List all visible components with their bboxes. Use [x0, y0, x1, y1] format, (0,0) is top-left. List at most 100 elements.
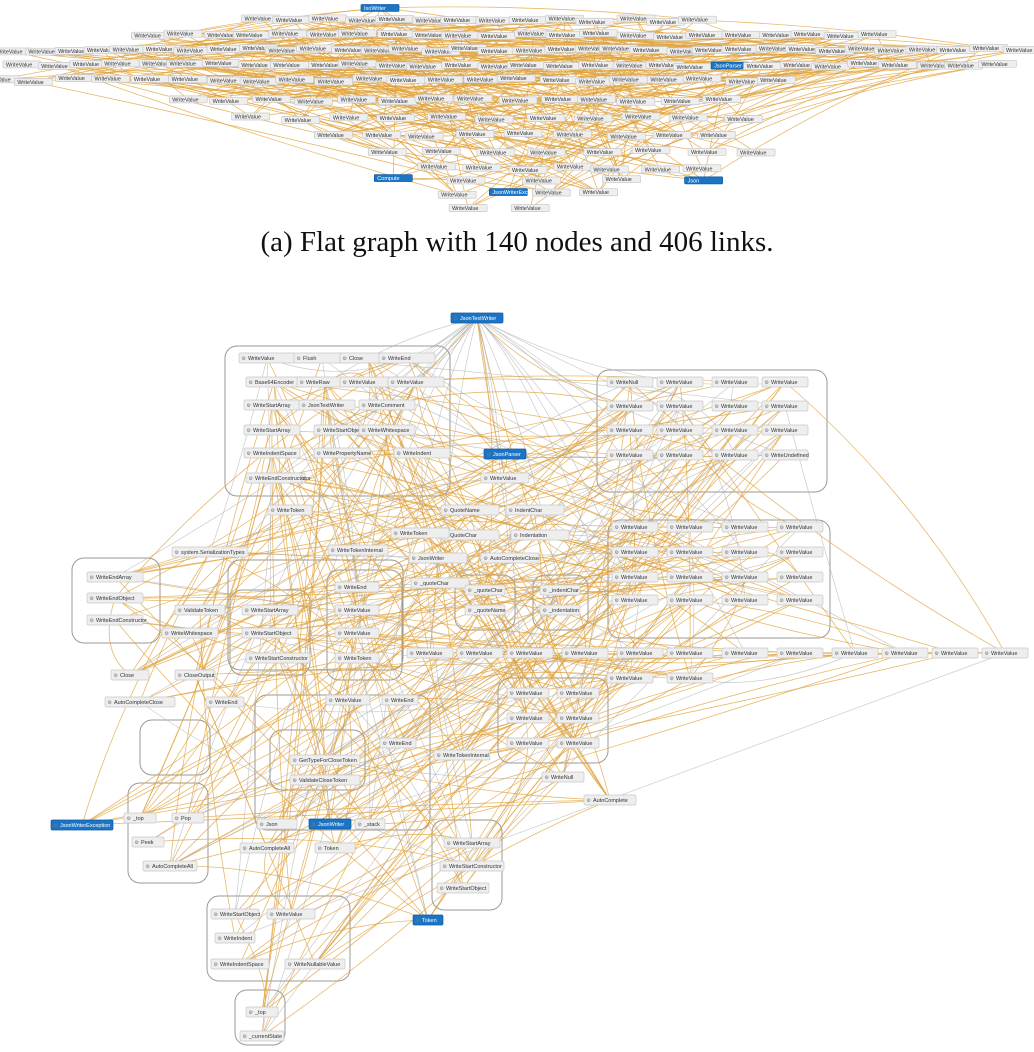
graph-node[interactable]: WriteValue [441, 31, 481, 40]
graph-node[interactable]: WriteValue [455, 130, 495, 138]
graph-node[interactable]: WriteValue [168, 95, 208, 104]
graph-node[interactable]: ⚙WriteToken [390, 527, 450, 539]
graph-node[interactable]: ⚙Pop [171, 812, 205, 824]
graph-node[interactable]: WriteValue [660, 97, 700, 106]
graph-node[interactable]: WriteValue [201, 59, 241, 68]
graph-node[interactable]: ⚙WriteValue [556, 687, 600, 699]
graph-node[interactable]: WriteValue [314, 130, 353, 139]
graph-node[interactable]: ⚙WriteValue [881, 647, 929, 659]
graph-node[interactable]: WriteValue [427, 112, 466, 121]
graph-node[interactable]: ⚙WriteEndObject [86, 592, 144, 604]
graph-node[interactable]: WriteValue [417, 162, 457, 171]
graph-node[interactable]: ⚙_indentation [539, 604, 581, 616]
graph-node[interactable]: WriteValue [682, 164, 722, 173]
graph-node[interactable]: WriteValue [329, 113, 369, 122]
graph-node[interactable]: WriteValue [575, 77, 615, 86]
graph-node[interactable]: WriteValue [616, 97, 656, 106]
graph-node[interactable]: WriteValue [616, 14, 656, 23]
graph-node[interactable]: WriteValue [553, 130, 592, 139]
graph-node[interactable]: WriteValue [377, 30, 417, 38]
graph-node[interactable]: ⚙WriteValue [761, 424, 809, 436]
graph-node[interactable]: ⚙WritePropertyName [313, 447, 371, 459]
graph-node[interactable]: ⚙WriteValue [711, 424, 759, 436]
graph-node[interactable]: WriteValue [476, 148, 516, 157]
graph-node[interactable]: WriteValue [448, 204, 488, 212]
graph-node[interactable]: ⚙_quoteChar [464, 584, 506, 596]
graph-node[interactable]: WriteValue [239, 77, 279, 86]
graph-node[interactable]: ⚙WriteValue [656, 376, 704, 388]
graph-node[interactable]: ⚙WriteValue [931, 647, 979, 659]
graph-node[interactable]: ⚙AutoCompleteAll [239, 842, 295, 854]
graph-node[interactable]: ⚙WriteValue [506, 737, 550, 749]
graph-node[interactable]: ⚙WriteValue [561, 647, 609, 659]
graph-node[interactable]: WriteValue [621, 112, 661, 121]
highlighted-node[interactable]: Json [684, 176, 723, 185]
graph-node[interactable]: WriteValue [526, 114, 566, 123]
graph-node[interactable]: WriteValue [424, 75, 464, 84]
graph-node[interactable]: WriteValue [440, 16, 480, 24]
graph-node[interactable]: WriteValue [512, 46, 552, 55]
graph-node[interactable]: ⚙WriteValue [339, 376, 397, 388]
graph-node[interactable]: WriteValue [173, 46, 213, 55]
graph-node[interactable]: ⚙_top [245, 1006, 279, 1018]
graph-node[interactable]: ⚙WriteValue [325, 694, 371, 706]
graph-node[interactable]: WriteValue [166, 59, 205, 68]
graph-node[interactable]: ⚙WriteValue [506, 712, 550, 724]
graph-node[interactable]: ⚙WriteValue [611, 546, 659, 558]
graph-node[interactable]: ⚙WriteUndefined [761, 449, 809, 461]
graph-node[interactable]: ⚙Peek [131, 836, 165, 848]
graph-node[interactable]: ⚙WriteStartObject [210, 908, 261, 920]
graph-node[interactable]: ⚙WriteValue [406, 647, 454, 659]
graph-node[interactable]: WriteValue [647, 75, 686, 84]
graph-node[interactable]: ⚙ValidateCloseToken [289, 774, 361, 786]
graph-node[interactable]: ⚙WriteValue [776, 647, 824, 659]
graph-node[interactable]: ⚙WriteWhitespace [358, 424, 416, 436]
graph-node[interactable]: ⚙WriteValue [981, 647, 1029, 659]
graph-node[interactable]: ⚙JsonTextWriter [298, 399, 356, 411]
graph-node[interactable]: WriteValue [503, 129, 543, 138]
graph-node[interactable]: ⚙_currentState [239, 1030, 285, 1042]
graph-node[interactable]: WriteValue [168, 75, 207, 84]
graph-node[interactable]: ⚙WriteValue [666, 521, 714, 533]
graph-node[interactable]: WriteValue [685, 30, 725, 39]
graph-node[interactable]: WriteValue [268, 29, 308, 38]
graph-node[interactable]: ⚙Json [256, 818, 298, 830]
graph-node[interactable]: WriteValue [388, 44, 427, 53]
graph-node[interactable]: ⚙WriteToken [267, 504, 313, 516]
graph-node[interactable]: ⚙WriteValue [776, 521, 824, 533]
graph-node[interactable]: ⚙WriteValue [666, 571, 714, 583]
graph-node[interactable]: ⚙WriteValue [266, 908, 316, 920]
graph-node[interactable]: ⚙WriteValue [721, 647, 769, 659]
graph-node[interactable]: WriteValue [477, 62, 517, 71]
graph-node[interactable]: WriteValue [542, 62, 582, 70]
graph-node[interactable]: ⚙WriteValue [334, 604, 380, 616]
graph-node[interactable]: ⚙WriteValue [776, 571, 824, 583]
graph-node[interactable]: WriteValue [579, 188, 618, 197]
graph-node[interactable]: ⚙Flush [293, 352, 351, 364]
graph-node[interactable]: ⚙WriteEndConstructor [86, 614, 147, 626]
graph-node[interactable]: ⚙WriteValue [711, 376, 759, 388]
graph-node[interactable]: WriteValue [232, 31, 272, 39]
graph-node[interactable]: ⚙WriteValue [721, 594, 769, 606]
graph-node[interactable]: ⚙_indentChar [539, 584, 581, 596]
graph-node[interactable]: WriteValue [544, 45, 584, 53]
graph-node[interactable]: WriteValue [508, 16, 548, 25]
graph-node[interactable]: ⚙WriteValue [238, 352, 296, 364]
graph-node[interactable]: WriteValue [969, 44, 1009, 53]
graph-node[interactable]: WriteValue [583, 148, 623, 156]
highlighted-node[interactable]: ⚙JsonWriter [308, 818, 352, 830]
graph-node[interactable]: WriteValue [678, 15, 717, 24]
graph-node[interactable]: ⚙WriteValue [606, 449, 654, 461]
graph-node[interactable]: WriteValue [682, 74, 722, 83]
graph-node[interactable]: WriteValue [743, 62, 782, 71]
graph-node[interactable]: ⚙Base64Encoder [245, 376, 303, 388]
highlighted-node[interactable]: ⚙Token [412, 914, 444, 926]
graph-node[interactable]: WriteValue [296, 44, 335, 53]
highlighted-node[interactable]: ⚙JsonParser [483, 448, 527, 460]
graph-node[interactable]: WriteValue [270, 61, 309, 70]
graph-node[interactable]: WriteValue [475, 16, 515, 25]
graph-node[interactable]: WriteValue [206, 76, 246, 85]
graph-node[interactable]: WriteValue [131, 31, 170, 40]
graph-node[interactable]: WriteValue [575, 17, 615, 26]
highlighted-node[interactable]: IsoWriter [360, 4, 400, 12]
